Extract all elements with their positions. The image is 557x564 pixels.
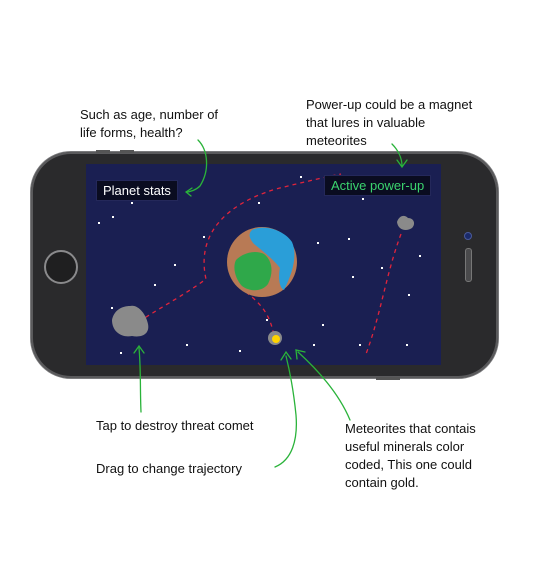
- annotation-line: life forms, health?: [80, 125, 183, 140]
- star: [98, 222, 100, 224]
- power-button: [376, 377, 400, 380]
- star: [419, 255, 421, 257]
- star: [352, 276, 354, 278]
- powerup-trajectory: [365, 233, 402, 355]
- star: [120, 352, 122, 354]
- gray-meteorite-icon[interactable]: [397, 215, 415, 230]
- planet-icon[interactable]: [227, 227, 297, 297]
- annotation-line: Power-up could be a magnet: [306, 97, 473, 112]
- star: [203, 236, 205, 238]
- star: [174, 264, 176, 266]
- star: [186, 344, 188, 346]
- threat-comet-icon[interactable]: [112, 305, 149, 337]
- annotation-line: Meteorites that contais: [345, 421, 476, 436]
- starfield: [98, 176, 421, 354]
- star: [359, 344, 361, 346]
- star: [408, 294, 410, 296]
- annotation-line: that lures in valuable: [306, 115, 426, 130]
- star: [406, 344, 408, 346]
- star: [154, 284, 156, 286]
- meteorite-annotation: Meteorites that contais useful minerals …: [345, 420, 476, 492]
- gold-meteorite-icon[interactable]: [268, 331, 282, 345]
- annotation-line: Such as age, number of: [80, 107, 219, 122]
- star: [300, 176, 302, 178]
- camera-icon: [464, 232, 472, 240]
- annotation-line: contain gold.: [345, 475, 419, 490]
- volume-button: [120, 150, 134, 153]
- meteor-trajectory: [245, 291, 275, 337]
- game-scene: [98, 173, 421, 355]
- star: [313, 344, 315, 346]
- planet-stats-panel[interactable]: Planet stats: [96, 180, 178, 201]
- drag-annotation: Drag to change trajectory: [96, 461, 242, 476]
- speaker-grille: [465, 248, 472, 282]
- star: [362, 198, 364, 200]
- star: [317, 242, 319, 244]
- annotation-line: useful minerals color: [345, 439, 465, 454]
- star: [111, 307, 113, 309]
- orbit-trajectory: [131, 173, 342, 327]
- active-powerup-panel[interactable]: Active power-up: [324, 175, 432, 196]
- annotation-line: meteorites: [306, 133, 367, 148]
- home-button[interactable]: [44, 250, 78, 284]
- planet-stats-annotation: Such as age, number of life forms, healt…: [80, 106, 218, 142]
- star: [131, 202, 133, 204]
- star: [381, 267, 383, 269]
- annotation-line: coded, This one could: [345, 457, 472, 472]
- tap-annotation: Tap to destroy threat comet: [96, 418, 254, 433]
- star: [112, 216, 114, 218]
- star: [258, 202, 260, 204]
- star: [266, 319, 268, 321]
- star: [322, 324, 324, 326]
- game-screen[interactable]: Planet stats Active power-up: [86, 164, 441, 365]
- star: [239, 350, 241, 352]
- star: [348, 238, 350, 240]
- powerup-annotation: Power-up could be a magnet that lures in…: [306, 96, 472, 150]
- volume-button: [96, 150, 110, 153]
